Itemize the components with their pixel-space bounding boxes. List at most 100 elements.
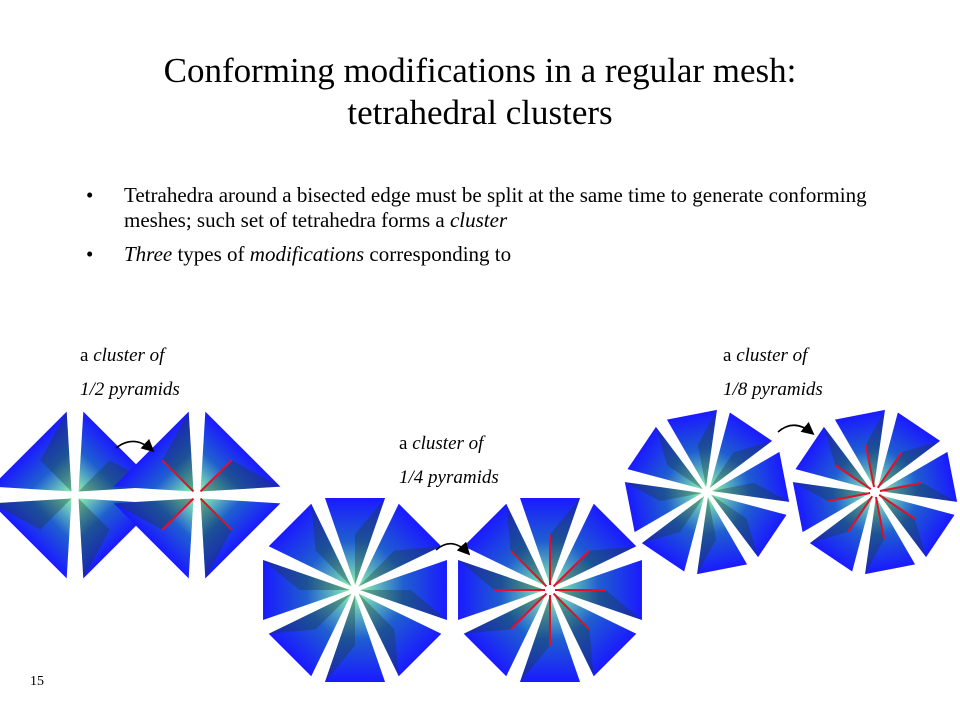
pyramid-face [709,412,773,488]
bullet-item-modifications: • Three types of modifications correspon… [86,242,886,267]
pyramid-shadow-facet [263,559,350,590]
pyramid-face [809,496,873,572]
pyramid-shadow-facet [463,593,547,634]
caption-text: cluster of [93,345,165,366]
pyramid-shadow-facet [113,498,194,530]
pyramid-shadow-facet [355,498,386,585]
caption-text: cluster of [736,345,808,366]
pyramid-shadow-facet [709,440,773,488]
bullet-emphasis: Three [124,242,173,266]
caption-half-pyramids: a cluster of 1/2 pyramids [80,344,180,401]
split-edge [509,592,548,631]
pyramid-face [697,496,748,575]
bullet-text: Tetrahedra around a bisected edge must b… [124,183,867,232]
bullet-emphasis: modifications [249,242,365,266]
caption-type: 1/2 pyramids [80,379,180,400]
caption-text: cluster of [412,433,484,454]
pyramid-shadow-facet [624,482,703,502]
slide-title: Conforming modifications in a regular me… [60,50,900,134]
caption-type: 1/4 pyramids [399,467,499,488]
split-edge [874,496,886,540]
bullet-item-cluster: • Tetrahedra around a bisected edge must… [86,183,886,233]
pyramid-face [0,498,72,579]
split-edge [199,497,233,531]
split-edge [161,497,195,531]
pyramid-face [792,482,871,533]
pyramid-shadow-facet [78,498,110,579]
cluster-quarter-split [458,498,642,682]
split-edge [876,451,903,489]
pyramid-shadow-facet [655,426,703,490]
pyramid-shadow-facet [506,503,547,587]
title-line-2: tetrahedral clusters [347,93,613,132]
split-edge [552,549,591,588]
caption-text: a [80,345,94,366]
pyramid-face [358,593,442,677]
pyramid-face [358,503,442,587]
bullet-text: types of [172,242,250,266]
pyramid-shadow-facet [711,494,759,558]
pyramid-shadow-facet [162,411,194,492]
pyramid-face [324,595,386,682]
pyramid-face [263,559,350,621]
pyramid-shadow-facet [553,546,637,587]
split-edge [552,592,591,631]
arrow-half [115,438,155,453]
bullet-emphasis: cluster [449,208,508,232]
page-number: 15 [30,674,44,689]
pyramid-face [711,494,787,558]
pyramid-shadow-facet [550,498,581,585]
pyramid-face [795,426,871,490]
pyramid-face [711,451,790,502]
bullet-text: corresponding to [364,242,512,266]
pyramid-shadow-facet [711,482,790,502]
split-edge [864,444,876,488]
bullet-marker: • [86,242,94,266]
caption-eighth-pyramids: a cluster of 1/8 pyramids [723,344,823,401]
pyramid-shadow-facet [0,498,72,530]
pyramid-face [624,482,703,533]
split-edge [199,459,233,493]
pyramid-face [877,412,941,488]
pyramid-shadow-facet [268,593,352,634]
split-edge [161,459,195,493]
pyramid-face [627,426,703,490]
caption-type: 1/8 pyramids [723,379,823,400]
pyramid-shadow-facet [809,496,873,544]
pyramid-face [268,503,352,587]
pyramid-face [879,451,958,502]
pyramid-shadow-facet [641,496,705,544]
arrow-eighth [777,421,815,436]
split-edge [509,549,548,588]
pyramid-face [865,496,916,575]
bullet-marker: • [86,183,94,207]
pyramid-shadow-facet [553,593,594,677]
pyramid-shadow-facet [877,440,941,488]
pyramid-face [666,409,717,488]
split-edge [827,491,871,503]
cluster-eighth-original [624,409,790,575]
caption-text: a [723,345,737,366]
pyramid-shadow-facet [458,559,545,590]
pyramid-shadow-facet [879,494,927,558]
pyramid-shadow-facet [823,426,871,490]
pyramid-shadow-facet [324,595,355,682]
split-edge [879,481,923,493]
pyramid-face [268,593,352,677]
pyramid-shadow-facet [519,595,550,682]
caption-text: a [399,433,413,454]
split-edge [834,464,872,491]
title-line-1: Conforming modifications in a regular me… [163,51,797,90]
pyramid-shadow-facet [358,593,399,677]
split-edge [847,495,874,533]
pyramid-shadow-facet [200,460,281,492]
pyramid-shadow-facet [697,496,717,575]
pyramid-face [641,496,705,572]
split-edge [878,493,916,520]
pyramid-shadow-facet [697,409,717,488]
cluster-half-original [0,411,159,579]
pyramid-shadow-facet [200,498,232,579]
pyramid-face [324,498,386,585]
pyramid-shadow-facet [358,546,442,587]
